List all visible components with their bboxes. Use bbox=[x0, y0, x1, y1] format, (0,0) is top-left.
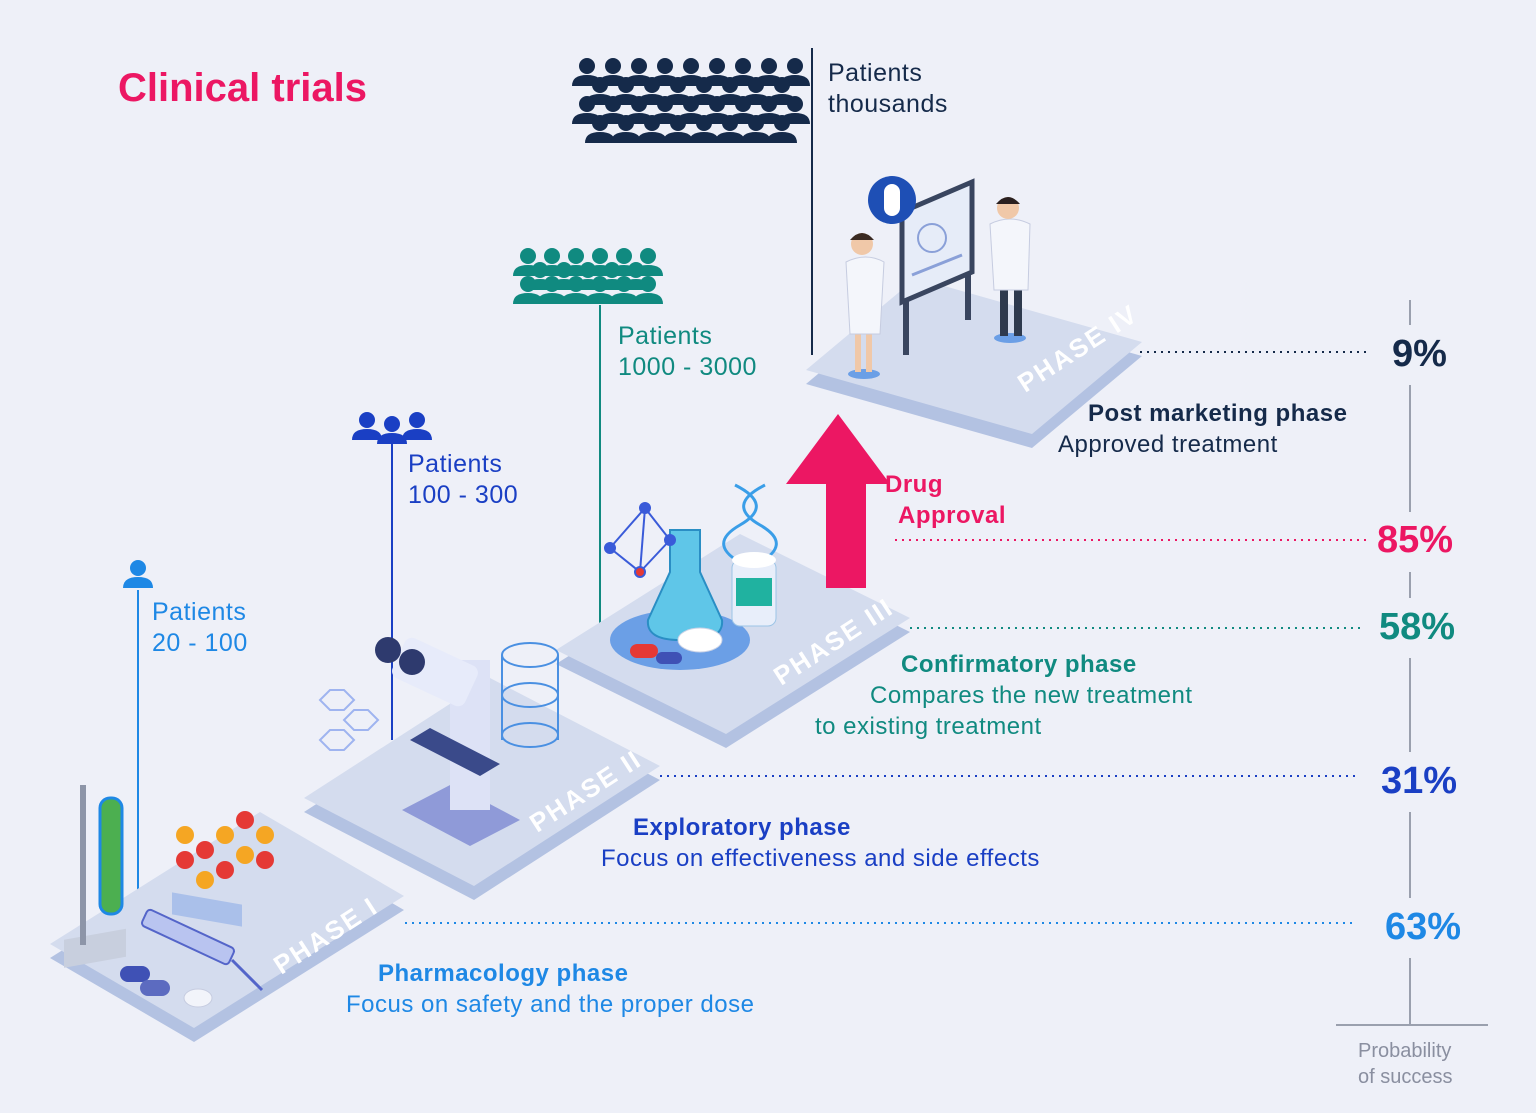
phase3-name: Confirmatory phase bbox=[901, 651, 1137, 678]
approval-label-line2: Approval bbox=[898, 502, 1007, 529]
molecule-icon bbox=[604, 502, 676, 578]
patients-range: 100 - 300 bbox=[408, 481, 519, 509]
axis-label-line2: of success bbox=[1358, 1066, 1453, 1088]
probability-axis-label: Probability of success bbox=[1358, 1038, 1488, 1090]
phase4-patients: Patients thousands bbox=[828, 58, 948, 120]
phase1-name: Pharmacology phase bbox=[378, 960, 629, 987]
phase3-probability: 58% bbox=[1379, 606, 1456, 648]
phase4-plate bbox=[806, 278, 1142, 448]
pill-icon bbox=[868, 176, 916, 224]
patients-label: Patients bbox=[408, 450, 503, 478]
phase1-description: Focus on safety and the proper dose bbox=[346, 991, 755, 1018]
phase3-description-line2: to existing treatment bbox=[815, 713, 1042, 740]
phase2-probability: 31% bbox=[1381, 760, 1458, 802]
pill-icon bbox=[630, 627, 723, 664]
crowd-icon bbox=[572, 58, 810, 143]
patients-range: thousands bbox=[828, 90, 948, 118]
approval-probability: 85% bbox=[1377, 519, 1454, 561]
phase2-patients: Patients 100 - 300 bbox=[408, 449, 518, 511]
scientist-icon bbox=[989, 197, 1031, 343]
syringe-icon bbox=[141, 908, 264, 992]
phase2-description: Focus on effectiveness and side effects bbox=[601, 845, 1040, 872]
bottle-icon bbox=[731, 552, 777, 627]
crowd-icon bbox=[513, 248, 663, 304]
test-tube-icon bbox=[64, 785, 126, 968]
pill-icon bbox=[120, 966, 213, 1008]
page-title: Clinical trials bbox=[118, 66, 367, 110]
approval-label-line1: Drug bbox=[885, 471, 943, 498]
dna-icon bbox=[722, 483, 778, 567]
phase2-name: Exploratory phase bbox=[633, 814, 851, 841]
graphene-icon bbox=[318, 689, 380, 751]
phase3-description-line1: Compares the new treatment bbox=[870, 682, 1193, 709]
board-icon bbox=[899, 178, 975, 355]
phase1-patients: Patients 20 - 100 bbox=[152, 597, 248, 659]
phase3-patients: Patients 1000 - 3000 bbox=[618, 321, 757, 383]
axis-label-line1: Probability bbox=[1358, 1040, 1452, 1062]
patients-range: 1000 - 3000 bbox=[618, 353, 757, 381]
phase4-name: Post marketing phase bbox=[1088, 400, 1348, 427]
molecule-icon bbox=[176, 811, 274, 889]
patients-label: Patients bbox=[152, 598, 247, 626]
nanotube-icon bbox=[501, 642, 559, 748]
up-arrow-icon bbox=[786, 414, 890, 588]
microscope-icon bbox=[375, 637, 520, 846]
patients-label: Patients bbox=[828, 59, 923, 87]
person-icon bbox=[123, 560, 153, 588]
phase1-probability: 63% bbox=[1385, 906, 1462, 948]
patients-label: Patients bbox=[618, 322, 713, 350]
phase4-probability: 9% bbox=[1392, 333, 1447, 375]
scientist-icon bbox=[845, 233, 885, 379]
patients-range: 20 - 100 bbox=[152, 629, 248, 657]
phase4-description: Approved treatment bbox=[1058, 431, 1278, 458]
people-group-icon bbox=[352, 412, 432, 444]
